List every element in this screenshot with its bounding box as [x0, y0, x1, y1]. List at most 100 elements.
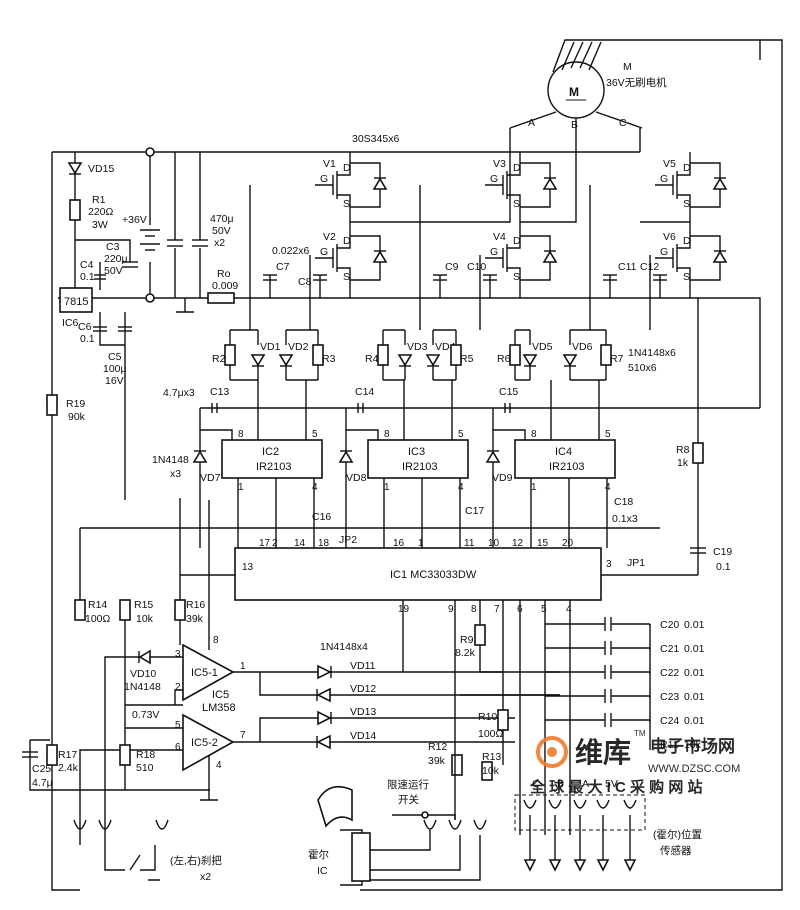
connectors: [73, 819, 487, 830]
ic6-label: IC6: [62, 317, 79, 329]
ic1-pin-10: 10: [488, 538, 500, 549]
hall-cap-value: 0.01: [684, 715, 705, 727]
fb-diode-note: 1N4148x4: [320, 641, 368, 653]
watermark-url: WWW.DZSC.COM: [648, 763, 740, 775]
motor-tag: M: [623, 61, 632, 73]
regulator-7815: 7815: [64, 296, 88, 308]
driver-part: IR2103: [256, 461, 291, 473]
ic1-pin-5: 5: [541, 604, 547, 615]
gate-label: G: [660, 173, 668, 185]
gate-r5: R5: [450, 330, 474, 380]
opamp-ic5-1: [182, 643, 235, 702]
c5-volt: 16V: [105, 375, 124, 387]
r13-value: 10k: [482, 765, 500, 777]
r10-value: 100Ω: [478, 728, 504, 740]
svg-text:VD5: VD5: [532, 341, 553, 353]
diode-label: VD14: [350, 730, 376, 742]
svg-text:8: 8: [531, 429, 537, 440]
c3-volt: 50V: [104, 265, 123, 277]
op-pin-6: 6: [175, 742, 181, 753]
ic5-2-label: IC5-2: [191, 737, 218, 749]
c5-ref: C5: [108, 351, 122, 363]
svg-text:R7: R7: [610, 353, 624, 365]
main-ic-label: IC1 MC33033DW: [390, 569, 477, 581]
source-label: S: [683, 271, 690, 283]
c25-ref: C25: [32, 763, 51, 775]
ic5-label: IC5: [212, 689, 229, 701]
c3-value: 220μ: [104, 253, 128, 265]
brake-count: x2: [200, 871, 211, 883]
speed-switch-2: 开关: [398, 793, 419, 806]
op-pin-7: 7: [240, 730, 246, 741]
gate-r2: R2: [212, 330, 236, 380]
phase-c-label: C: [619, 117, 627, 129]
jack: [473, 819, 487, 830]
drain-label: D: [343, 162, 351, 174]
c19-ref: C19: [713, 546, 732, 558]
v073-label: 0.73V: [132, 709, 159, 721]
svg-text:R6: R6: [497, 353, 511, 365]
svg-text:1: 1: [531, 482, 537, 493]
c15-label: C15: [499, 386, 518, 398]
label-V2: V2: [323, 231, 336, 243]
battery-label: +36V: [122, 214, 147, 226]
svg-text:5: 5: [458, 429, 464, 440]
svg-text:VD1: VD1: [260, 341, 281, 353]
diode-label: VD11: [350, 660, 376, 672]
hall-cap-ref: C21: [660, 643, 679, 655]
boot-diode-count: x3: [170, 468, 181, 480]
main-cap-count: x2: [214, 237, 225, 249]
gate-bus: [230, 329, 606, 381]
r14-value: 100Ω: [85, 613, 111, 625]
motor-desc: 36V无刷电机: [606, 76, 667, 89]
gate-r3: R3: [312, 330, 336, 380]
svg-text:VD6: VD6: [572, 341, 593, 353]
diode-vd14: VD14: [316, 730, 376, 750]
jack: [98, 819, 112, 830]
diode-label: VD12: [350, 683, 376, 695]
source-label: S: [343, 198, 350, 210]
hall-sensor-2: 传感器: [660, 844, 692, 857]
boot-diode-note: 1N4148: [152, 454, 189, 466]
opamp-ic5-2: [182, 713, 235, 772]
gate-vd2: VD2: [278, 330, 309, 380]
ic1-pin-2: 2: [272, 538, 278, 549]
hall-cap-value: 0.01: [684, 619, 705, 631]
c3-ref: C3: [106, 241, 120, 253]
op-pin-5: 5: [175, 720, 181, 731]
c4-ref: C4: [80, 259, 94, 271]
vd9-label: VD9: [492, 472, 513, 484]
svg-text:1: 1: [238, 482, 244, 493]
hall-ic-1: 霍尔: [308, 848, 329, 861]
driver-ref: IC2: [262, 446, 279, 458]
ic1-pin-12: 12: [512, 538, 524, 549]
jack: [155, 819, 169, 830]
r18-value: 510: [136, 762, 154, 774]
motor-symbol: M: [569, 85, 579, 99]
ic1-pin-13: 13: [242, 562, 254, 573]
sensor-pin: [548, 799, 562, 872]
hall-cap-value: 10k: [684, 739, 702, 751]
vd10-label: VD10: [130, 668, 156, 680]
svg-text:4: 4: [312, 482, 318, 493]
mosfet-note: 30S345x6: [352, 133, 399, 145]
sensor-pin: [596, 799, 610, 872]
phase-a-label: A: [528, 117, 535, 129]
boot-cap-note: 4.7μx3: [163, 387, 195, 399]
c9-label: C9: [445, 261, 459, 273]
hall-cap-ref: C23: [660, 691, 679, 703]
r9-ref: R9: [460, 634, 474, 646]
r18-ref: R18: [136, 749, 155, 761]
r1-ref: R1: [92, 194, 106, 206]
ic1-pin-17: 17: [259, 538, 271, 549]
c14-label: C14: [355, 386, 374, 398]
svg-text:5: 5: [605, 429, 611, 440]
ic1-pin-4: 4: [566, 604, 572, 615]
ic1-pin-20: 20: [562, 538, 574, 549]
c6-ref: C6: [78, 321, 92, 333]
